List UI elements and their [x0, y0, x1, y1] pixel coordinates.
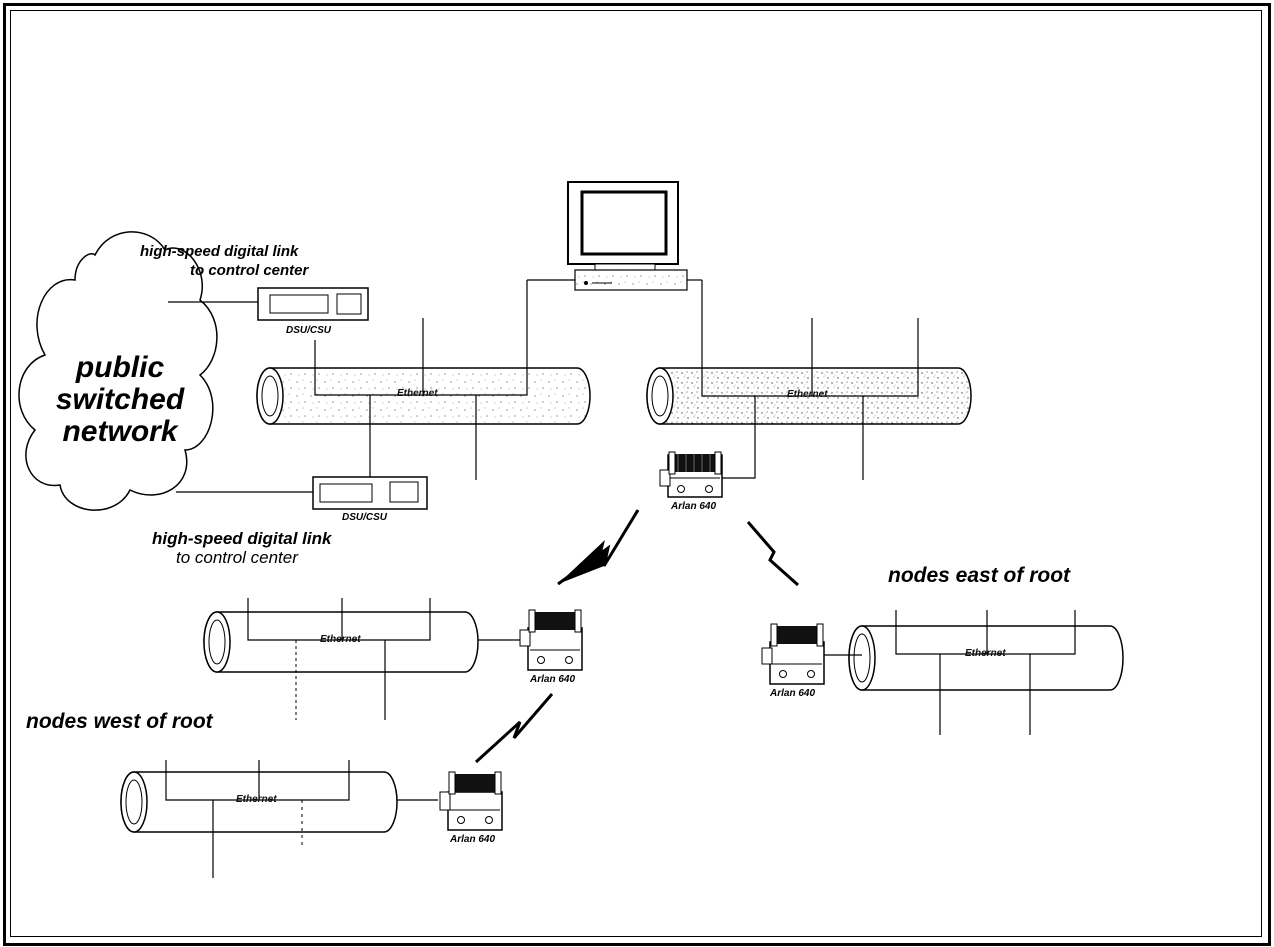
- nodes-east-label: nodes east of root: [888, 564, 1071, 587]
- ethernet-segment-1: [256, 279, 591, 480]
- arlan-root-radio: [659, 451, 723, 498]
- arlan-west2-label: Arlan 640: [450, 834, 496, 845]
- wireless-link-root-east: [746, 521, 799, 587]
- public-network-cloud: [18, 231, 218, 511]
- inner-frame: [10, 10, 1262, 937]
- dsu-top-label: DSU/CSU: [286, 325, 332, 336]
- nodes-west-label: nodes west of root: [26, 710, 213, 733]
- cloud-label-line3: network: [62, 415, 178, 448]
- ethernet-label-1: Ethernet: [397, 388, 438, 399]
- ethernet-segment-4: [822, 610, 1124, 735]
- link-label-top-2: to control center: [190, 262, 309, 279]
- cloud-label-line1: public: [75, 351, 165, 384]
- link-label-top-1: high-speed digital link: [140, 243, 299, 260]
- link-label-bottom-1: high-speed digital link: [152, 529, 332, 548]
- ethernet-segment-5: [120, 760, 438, 878]
- ethernet-label-5: Ethernet: [236, 794, 277, 805]
- control-computer: [567, 181, 688, 291]
- dsu-bottom-label: DSU/CSU: [342, 512, 388, 523]
- ethernet-segment-3: [203, 598, 523, 720]
- cloud-label-line2: switched: [55, 383, 185, 416]
- dsu-csu-bottom: [312, 476, 428, 510]
- link-label-bottom-2: to control center: [176, 548, 298, 567]
- arlan-east-radio: [761, 623, 825, 685]
- arlan-west2-radio: [439, 771, 503, 831]
- arlan-root-label: Arlan 640: [671, 501, 717, 512]
- wireless-link-west: [474, 693, 554, 764]
- arlan-west1-label: Arlan 640: [530, 674, 576, 685]
- outer-frame: [3, 3, 1271, 946]
- cloud-label: public switched network: [40, 352, 200, 448]
- ethernet-label-2: Ethernet: [787, 389, 828, 400]
- ethernet-segment-2: [646, 279, 972, 480]
- arlan-west1-radio: [519, 609, 583, 671]
- dsu-csu-top: [257, 287, 369, 321]
- ethernet-label-4: Ethernet: [965, 648, 1006, 659]
- arlan-east-label: Arlan 640: [770, 688, 816, 699]
- ethernet-label-3: Ethernet: [320, 634, 361, 645]
